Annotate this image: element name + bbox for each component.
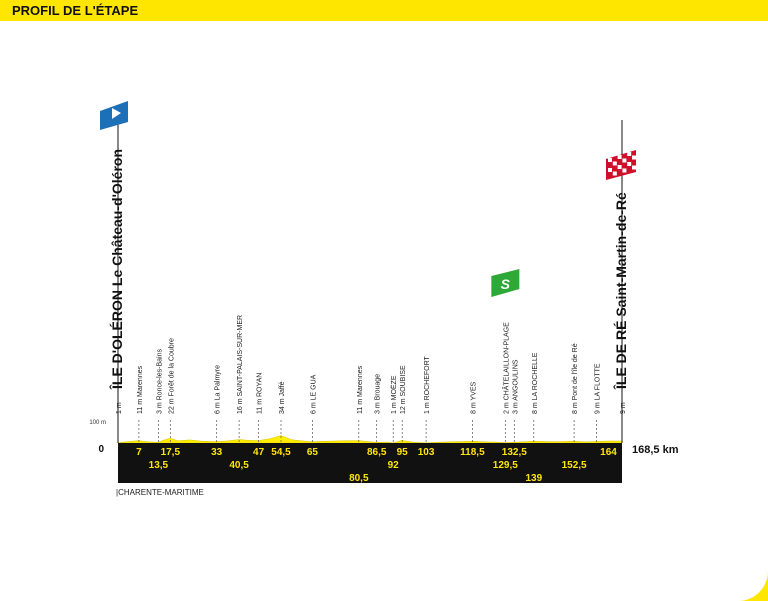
page-title: PROFIL DE L'ÉTAPE <box>12 3 139 18</box>
km-label: 13,5 <box>149 460 169 471</box>
km-label: 164 <box>600 447 617 458</box>
km-label: 65 <box>307 447 319 458</box>
checker-square <box>622 168 627 173</box>
stage-town-label: ÎLE D'OLÉRON Le Château-d'Oléron <box>108 149 125 390</box>
place-label: 22 m Forêt de la Coubre <box>168 338 175 414</box>
km-label: 54,5 <box>271 447 291 458</box>
checker-square <box>632 155 636 160</box>
profile-area <box>117 435 623 444</box>
sprint-label: S <box>501 276 511 292</box>
km-label: 152,5 <box>562 460 587 471</box>
place-label: 3 m ANGOULINS <box>512 359 519 414</box>
profile-area-group: 100 m 0 <box>89 420 623 455</box>
km-label: 86,5 <box>367 447 387 458</box>
km-band-group: 168,5 km |CHARENTE-MARITIME 7 13,5 17,5 33 40,… <box>116 443 679 497</box>
place-label: 11 m ROYAN <box>257 373 264 414</box>
checker-square <box>632 165 636 170</box>
checker-square <box>617 165 622 169</box>
checker-square <box>627 152 632 156</box>
place-label: 1 m MOËZE <box>390 375 398 414</box>
play-icon <box>112 108 121 119</box>
stage-town-label: ÎLE DE RÉ Saint-Martin-de-Ré <box>612 192 629 390</box>
place-label: 1 m <box>116 402 123 414</box>
checker-square <box>608 158 612 162</box>
place-label: 8 m LA ROCHELLE <box>532 352 539 414</box>
place-labels-group: 1 m ÎLE D'OLÉRON Le Château-d'Oléron 11 m… <box>108 120 629 443</box>
place-label: 3 m Ronce-les-Bains <box>156 349 163 414</box>
checker-square <box>622 158 627 163</box>
place-label: 8 m YVES <box>470 382 477 414</box>
km-label: 80,5 <box>349 473 369 484</box>
y-tick-label-100: 100 m <box>89 420 106 426</box>
finish-flag-icon <box>606 150 636 180</box>
checker-square <box>617 155 622 159</box>
place-label: 9 m <box>620 402 627 414</box>
km-label: 103 <box>418 447 435 458</box>
place-label: 11 m Marennes <box>137 365 144 414</box>
km-label: 95 <box>397 447 409 458</box>
checker-square <box>627 162 632 166</box>
region-label: |CHARENTE-MARITIME <box>116 488 204 497</box>
flags-group: S <box>100 101 636 297</box>
checker-square <box>608 168 612 172</box>
place-label: 16 m SAINT-PALAIS-SUR-MER <box>237 315 244 414</box>
km-label: 129,5 <box>493 460 518 471</box>
sprint-flag-icon <box>491 269 520 297</box>
y-tick-label-0: 0 <box>98 444 104 455</box>
km-label: 40,5 <box>229 460 249 471</box>
km-label: 139 <box>525 473 542 484</box>
km-label: 17,5 <box>161 447 181 458</box>
place-label: 8 m Pont de l'île de Ré <box>572 343 579 414</box>
place-label: 11 m Marennes <box>357 365 364 414</box>
km-band <box>118 443 622 483</box>
place-label: 2 m CHÂTELAILLON-PLAGE <box>501 322 510 414</box>
km-label: 92 <box>388 460 400 471</box>
place-label: 34 m Jaffé <box>279 381 286 414</box>
checker-square <box>612 171 617 176</box>
km-label: 132,5 <box>502 447 527 458</box>
place-label: 6 m LE GUA <box>310 374 317 414</box>
place-label: 6 m La Palmyre <box>215 365 222 414</box>
place-label: 9 m LA FLOTTE <box>595 363 602 414</box>
checker-square <box>612 161 617 166</box>
total-distance-label: 168,5 km <box>632 444 679 456</box>
place-label: 12 m SOUBISE <box>400 365 407 414</box>
km-label: 33 <box>211 447 223 458</box>
place-label: 1 m ROCHEFORT <box>424 355 431 414</box>
place-label: 3 m Brouage <box>375 374 382 414</box>
km-label: 7 <box>136 447 142 458</box>
km-label: 118,5 <box>460 447 485 458</box>
km-label: 47 <box>253 447 265 458</box>
